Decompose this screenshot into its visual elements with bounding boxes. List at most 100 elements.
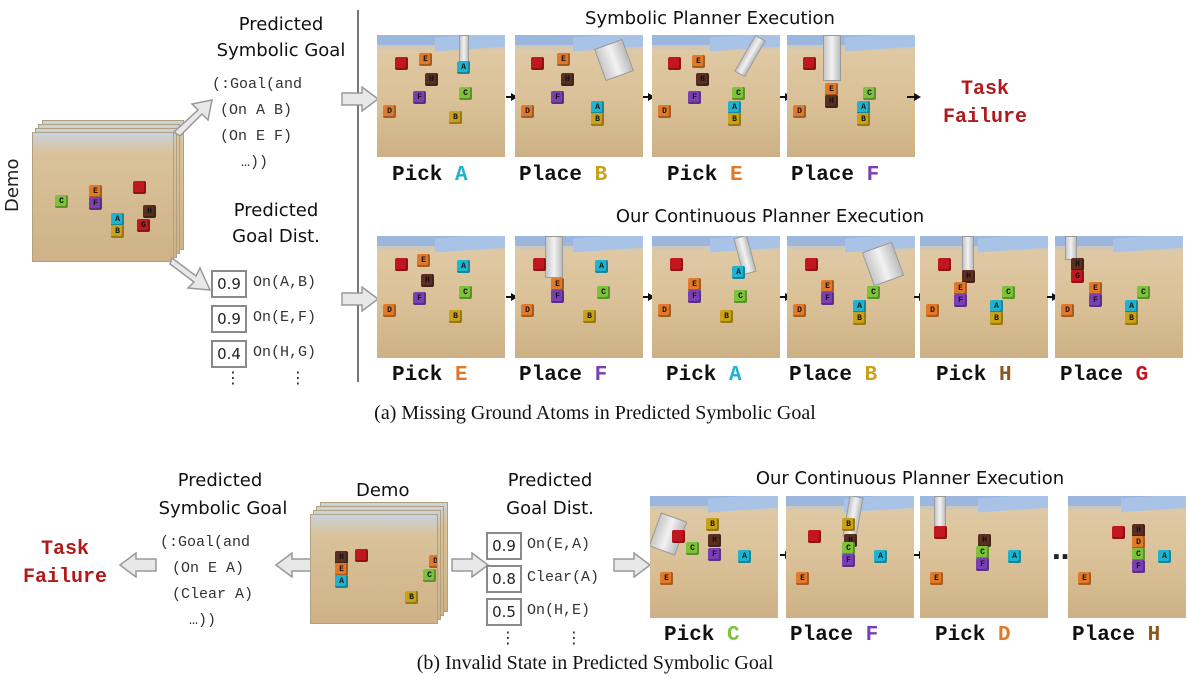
action-label: Place G bbox=[1060, 364, 1148, 387]
action-object: D bbox=[998, 624, 1011, 647]
ellipsis: ⋮ bbox=[225, 368, 241, 387]
scene-image: B H C F A E bbox=[786, 496, 914, 618]
symbolic-goal-line: (On E F) bbox=[220, 128, 293, 145]
goal-atom: On(A,B) bbox=[253, 274, 317, 291]
action-object: B bbox=[864, 364, 878, 387]
action-label: Place B bbox=[789, 364, 877, 387]
action-object: E bbox=[730, 164, 743, 187]
caption-a: (a) Missing Ground Atoms in Predicted Sy… bbox=[374, 402, 816, 424]
goal-dist-title-b-line1: Predicted bbox=[507, 470, 593, 491]
symbolic-goal-title-a-line1: Predicted bbox=[238, 14, 324, 35]
ellipsis: ⋮ bbox=[290, 368, 306, 387]
action-label: Pick H bbox=[936, 364, 1012, 387]
action-object: H bbox=[999, 364, 1012, 387]
task-failure-a: Task Failure bbox=[920, 76, 1050, 132]
action-verb: Place bbox=[790, 624, 854, 647]
goal-dist-title-a-line1: Predicted bbox=[233, 200, 319, 221]
demo-image-stack-a: C E F A B H G bbox=[32, 120, 212, 270]
symbolic-goal-line: (On E A) bbox=[172, 560, 245, 577]
action-verb: Place bbox=[789, 364, 853, 387]
continuous-exec-title-b: Our Continuous Planner Execution bbox=[755, 468, 1065, 489]
action-object: E bbox=[455, 364, 468, 387]
action-object: F bbox=[594, 364, 608, 387]
symbolic-goal-title-a-line2: Symbolic Goal bbox=[216, 40, 346, 61]
symbolic-goal-line: …)) bbox=[180, 612, 217, 629]
scene-image: E F A C D B bbox=[652, 236, 780, 358]
goal-atom: On(H,G) bbox=[253, 344, 317, 361]
scene-image: E H A F C D B bbox=[377, 35, 505, 157]
big-arrow-right-a2 bbox=[341, 286, 380, 312]
goal-dist-title-a-line2: Goal Dist. bbox=[232, 226, 320, 247]
demo-image-stack-b: H E A D C B bbox=[310, 502, 460, 624]
action-label: Place F bbox=[519, 364, 607, 387]
scene-image: H G E F C A B D bbox=[1055, 236, 1183, 358]
goal-atom: Clear(A) bbox=[527, 569, 600, 586]
action-object: H bbox=[1147, 624, 1161, 647]
scene-image: B C H F A E bbox=[650, 496, 778, 618]
action-verb: Place bbox=[791, 164, 855, 187]
action-label: Place B bbox=[519, 164, 607, 187]
symbolic-goal-line: (:Goal(and bbox=[212, 76, 303, 93]
goal-atom: On(H,E) bbox=[527, 602, 591, 619]
action-object: F bbox=[865, 624, 879, 647]
action-object: A bbox=[729, 364, 742, 387]
action-label: Pick E bbox=[667, 164, 743, 187]
task-failure-line2: Failure bbox=[22, 566, 107, 589]
task-failure-line1: Task bbox=[960, 78, 1009, 101]
action-label: Pick A bbox=[666, 364, 742, 387]
goal-prob: 0.9 bbox=[211, 305, 247, 333]
action-verb: Place bbox=[519, 364, 583, 387]
goal-prob: 0.4 bbox=[211, 340, 247, 368]
action-label: Pick E bbox=[392, 364, 468, 387]
goal-atom: On(E,A) bbox=[527, 536, 591, 553]
symbolic-goal-title-b-line2: Symbolic Goal bbox=[158, 498, 288, 519]
goal-prob: 0.5 bbox=[486, 598, 522, 626]
scene-image: E H C A B D bbox=[787, 35, 915, 157]
divider-line bbox=[357, 10, 359, 382]
action-object: G bbox=[1135, 364, 1149, 387]
symbolic-goal-title-b-line1: Predicted bbox=[177, 470, 263, 491]
demo-label-a: Demo bbox=[2, 158, 23, 212]
action-label: Place F bbox=[790, 624, 878, 647]
big-arrow-left-b bbox=[118, 552, 157, 578]
action-verb: Place bbox=[1060, 364, 1124, 387]
scene-image: E H F A B D bbox=[515, 35, 643, 157]
action-verb: Pick bbox=[664, 624, 715, 647]
scene-image: E H A F C D B bbox=[377, 236, 505, 358]
action-label: Place F bbox=[791, 164, 879, 187]
action-verb: Place bbox=[519, 164, 583, 187]
goal-dist-title-b-line2: Goal Dist. bbox=[506, 498, 594, 519]
big-arrow-right-b2 bbox=[613, 552, 652, 578]
action-verb: Pick bbox=[667, 164, 718, 187]
continuous-exec-title-a: Our Continuous Planner Execution bbox=[615, 206, 925, 227]
goal-atom: On(E,F) bbox=[253, 309, 317, 326]
scene-image: H C F A E bbox=[920, 496, 1048, 618]
symbolic-exec-title: Symbolic Planner Execution bbox=[585, 8, 835, 29]
action-object: A bbox=[455, 164, 468, 187]
task-failure-b: Task Failure bbox=[2, 536, 128, 592]
goal-prob: 0.8 bbox=[486, 565, 522, 593]
action-verb: Place bbox=[1072, 624, 1136, 647]
ellipsis: ⋮ bbox=[566, 628, 582, 647]
task-failure-line1: Task bbox=[40, 538, 89, 561]
big-arrow-right-b bbox=[451, 552, 490, 578]
big-arrow-down-a bbox=[169, 256, 212, 291]
symbolic-goal-line: (:Goal(and bbox=[160, 534, 251, 551]
action-object: C bbox=[727, 624, 740, 647]
action-object: F bbox=[866, 164, 880, 187]
scene-image: E H F C A B D bbox=[652, 35, 780, 157]
big-arrow-left-b2 bbox=[274, 552, 313, 578]
goal-prob: 0.9 bbox=[486, 532, 522, 560]
scene-image: E F A C D B bbox=[515, 236, 643, 358]
goal-prob: 0.9 bbox=[211, 270, 247, 298]
action-verb: Pick bbox=[392, 164, 443, 187]
action-label: Pick D bbox=[935, 624, 1011, 647]
scene-image: H E F C A B D bbox=[920, 236, 1048, 358]
task-failure-line2: Failure bbox=[942, 106, 1027, 129]
action-label: Place H bbox=[1072, 624, 1160, 647]
scene-image: H D C F A E bbox=[1068, 496, 1186, 618]
demo-label-b: Demo bbox=[356, 480, 410, 501]
action-object: B bbox=[594, 164, 608, 187]
big-arrow-right-a1 bbox=[341, 86, 380, 112]
big-arrow-up-a bbox=[172, 99, 213, 136]
